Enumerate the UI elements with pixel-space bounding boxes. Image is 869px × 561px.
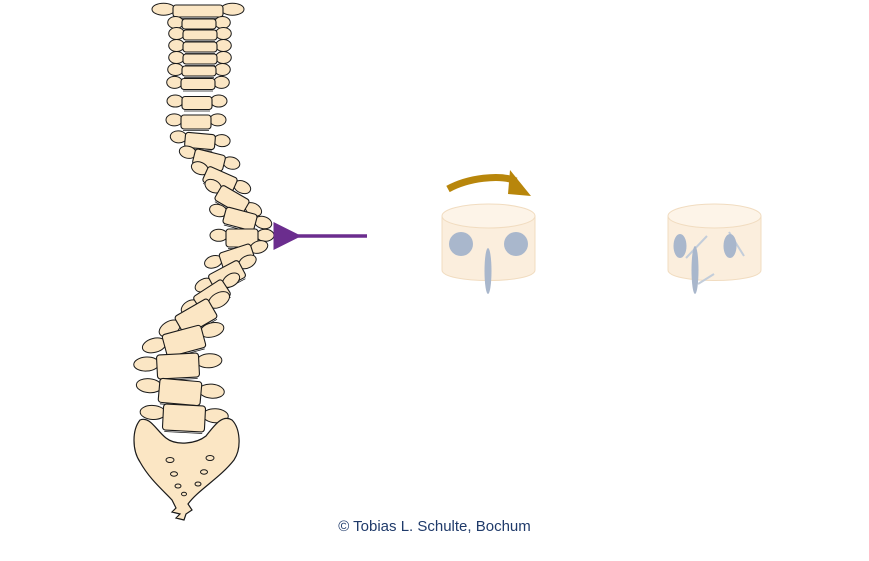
- transverse-process-icon: [210, 94, 228, 108]
- vertebra-icon: [133, 352, 223, 381]
- vertebra-icon: [190, 161, 252, 196]
- transverse-process-icon: [209, 228, 229, 242]
- transverse-process-icon: [215, 51, 232, 64]
- right-pedicle-icon: [723, 234, 737, 258]
- transverse-process-icon: [133, 356, 160, 372]
- spinous-process-icon: [484, 248, 492, 294]
- transverse-process-icon: [198, 383, 225, 399]
- transverse-process-icon: [167, 16, 184, 29]
- vertebral-body-icon: [161, 403, 207, 433]
- vertebral-body-icon: [182, 29, 218, 41]
- transverse-process-icon: [195, 353, 223, 369]
- vertebral-body-icon: [184, 131, 216, 151]
- transverse-process-icon: [213, 134, 231, 148]
- vertebral-body-icon: [172, 4, 224, 18]
- vertebral-body-icon: [180, 114, 212, 130]
- vertebral-body-icon: [157, 377, 203, 407]
- transverse-process-icon: [135, 378, 163, 394]
- vertebral-body-icon: [181, 65, 217, 77]
- transverse-process-icon: [213, 75, 230, 89]
- vertebra-icon: [151, 2, 245, 19]
- transverse-process-icon: [165, 113, 183, 127]
- transverse-process-icon: [214, 63, 231, 76]
- vertebral-body-icon: [181, 18, 217, 30]
- right-pedicle-icon: [504, 232, 528, 256]
- sacrum-icon: [133, 417, 240, 521]
- transverse-process-icon: [139, 404, 167, 420]
- vertebral-body-icon: [222, 206, 258, 232]
- vertebral-body-icon: [181, 95, 213, 111]
- vertebra-icon: [139, 403, 229, 434]
- vertebra-icon: [135, 377, 225, 408]
- transverse-process-icon: [215, 39, 232, 52]
- transverse-process-icon: [151, 2, 176, 16]
- vertebra-icon: [166, 94, 228, 112]
- curved-rotation-arrow-icon: [446, 170, 531, 196]
- vertebra-icon: [141, 321, 225, 359]
- spinous-process-icon: [691, 246, 699, 294]
- vertebral-body-icon: [182, 41, 218, 53]
- transverse-process-icon: [220, 2, 245, 16]
- transverse-process-icon: [166, 75, 183, 89]
- vertebra-icon: [165, 113, 227, 131]
- transverse-process-icon: [168, 39, 185, 52]
- vertebral-body-icon: [182, 53, 218, 65]
- vertebra-icon: [209, 203, 273, 233]
- vertebra-icon: [167, 63, 231, 78]
- transverse-process-icon: [209, 113, 227, 127]
- transverse-process-icon: [255, 228, 275, 242]
- vertebra-icon: [178, 145, 241, 173]
- vertebra-icon: [166, 75, 230, 92]
- vertebral-body-icon: [156, 352, 200, 380]
- transverse-process-icon: [166, 94, 184, 108]
- transverse-process-icon: [168, 51, 185, 64]
- left-pedicle-icon: [673, 234, 687, 258]
- vertebral-body-icon: [180, 77, 216, 91]
- vertebra-icon: [169, 130, 231, 152]
- vertebra-icon: [204, 240, 269, 272]
- disc-line-icon: [164, 431, 203, 434]
- transverse-process-icon: [215, 27, 232, 40]
- rotated-vertebra-cylinder-icon: [667, 203, 762, 294]
- spine-illustration-icon: [133, 2, 275, 434]
- transverse-process-icon: [167, 63, 184, 76]
- vertebral-body-icon: [161, 324, 207, 358]
- transverse-process-icon: [168, 27, 185, 40]
- transverse-process-icon: [214, 16, 231, 29]
- left-pedicle-icon: [449, 232, 473, 256]
- vertebral-body-icon: [174, 298, 218, 336]
- copyright-caption: © Tobias L. Schulte, Bochum: [338, 518, 531, 535]
- vertebra-cylinder-icon: [441, 203, 536, 294]
